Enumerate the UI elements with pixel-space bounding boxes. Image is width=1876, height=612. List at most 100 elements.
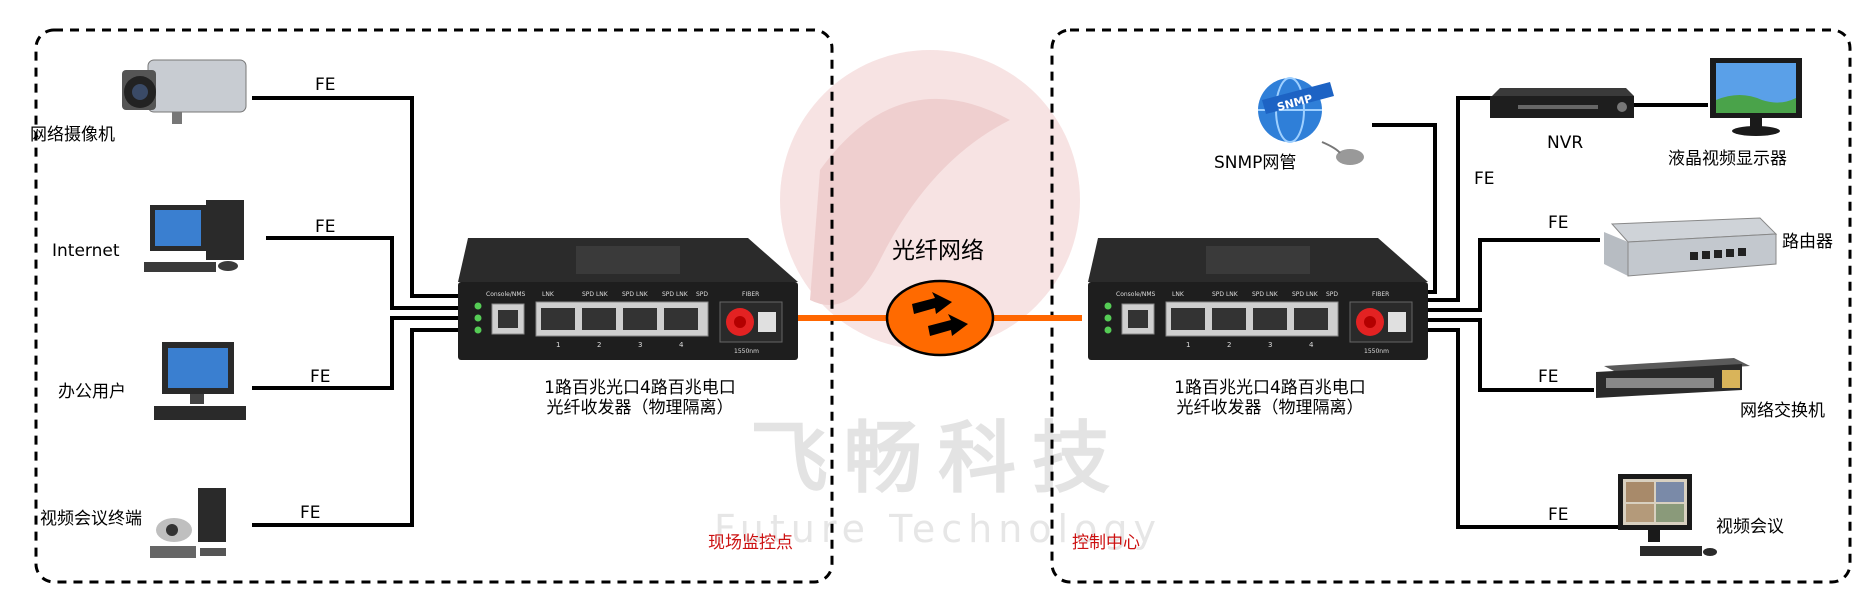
vc-video-tile [1626,504,1654,522]
vc-video-tile [1656,504,1684,522]
vc-video-tile [1656,482,1684,502]
rj45-port [623,308,657,330]
arrow-right-icon [912,292,952,314]
video-conference-icon [1618,474,1717,556]
converter-top-label-plate [1206,246,1310,274]
snmp-ribbon [1262,82,1334,114]
console-port-slot [498,310,518,328]
pc-keyboard [154,406,246,420]
link-snmp [1372,123,1437,294]
fiber-label: FIBER [1372,291,1389,298]
nvr-top [1492,88,1634,96]
link-label-video-terminal: FE [300,503,321,523]
left-converter: Console/NMS LNK SPD LNK SPD LNK SPD LNK … [458,238,798,360]
link-label-camera: FE [315,75,336,95]
console-port-slot [1128,310,1148,328]
lcd-monitor-icon [1710,58,1802,136]
status-led [474,314,482,322]
right-converter: Console/NMS LNK SPD LNK SPD LNK SPD LNK … [1088,238,1428,360]
office-user-pc-icon [154,342,246,420]
fiber-connector [1388,312,1406,332]
device-label-camera: 网络摄像机 [30,125,115,145]
conference-remote [200,548,226,556]
pc-screen [155,210,201,246]
fiber-link: 光纤网络 [796,238,1082,357]
pc-keyboard [144,262,216,272]
left-converter-caption-line2: 光纤收发器（物理隔离） [547,398,734,418]
network-switch-icon [1596,358,1750,398]
vc-video-tile [1626,482,1654,502]
port-number: 2 [1227,341,1231,349]
fiber-network-icon [885,279,995,357]
watermark-zh: 飞畅科技 [750,414,1126,504]
router-port [1690,252,1698,260]
link-switch [1425,318,1594,392]
link-camera [252,96,462,298]
fiber-port-cap-inner [1364,316,1376,328]
switch-port-strip [1606,378,1714,388]
rj45-port [1253,308,1287,330]
rj45-port [1294,308,1328,330]
port-header: SPD [1326,291,1338,298]
link-label-nvr: FE [1474,169,1495,189]
port-header: SPD LNK [1292,291,1319,298]
link-label-office: FE [310,367,331,387]
mouse-cable [1321,141,1341,154]
link-router [1425,238,1600,312]
control-center-label: 控制中心 [1072,533,1140,553]
fiber-label: FIBER [742,291,759,298]
link-video-terminal [252,328,462,527]
watermark-en: Future Technology [714,507,1162,551]
rj45-port [582,308,616,330]
nvr-label: NVR [1547,133,1583,153]
router-front [1604,232,1628,276]
camera-lens-glass [132,84,148,100]
fiber-network-label: 光纤网络 [892,238,984,264]
port-header: SPD LNK [662,291,689,298]
conference-camera-lens [166,524,178,536]
link-video-conf [1425,328,1620,529]
console-label: Console/NMS [1116,291,1156,298]
router-port [1726,249,1734,257]
link-office [252,316,462,390]
fiber-port-cap-inner [734,316,746,328]
monitor-neck [1750,118,1762,128]
fiber-connector [758,312,776,332]
port-number: 1 [1186,341,1190,349]
port-number: 1 [556,341,560,349]
port-header: SPD [696,291,708,298]
left-links [252,96,462,527]
watermark: 飞畅科技 Future Technology [714,50,1162,551]
link-label-switch: FE [1538,367,1559,387]
internet-pc-icon [144,200,244,272]
port-number: 3 [1268,341,1272,349]
status-led [1104,314,1112,322]
right-links [1372,96,1708,529]
site-region-box [34,28,834,584]
converter-top-label-plate [576,246,680,274]
camera-mount [172,110,182,124]
port-number: 3 [638,341,642,349]
right-converter-caption-line1: 1路百兆光口4路百兆电口 [1174,378,1366,398]
port-header: LNK [542,291,555,298]
video-conference-terminal-icon [150,488,226,558]
device-label-internet: Internet [52,241,120,261]
device-label-video-conference: 视频会议 [1716,517,1784,537]
device-label-router: 路由器 [1782,232,1833,252]
rj45-port [664,308,698,330]
camera-body [147,59,247,113]
router-icon [1604,217,1778,277]
site-label: 现场监控点 [708,533,793,553]
port-number: 4 [1309,341,1314,349]
snmp-label: SNMP网管 [1214,153,1296,173]
port-header: SPD LNK [1212,291,1239,298]
status-led [474,326,482,334]
pc-tower [206,200,244,260]
link-internet [266,236,462,310]
status-led [474,302,482,310]
port-header: LNK [1172,291,1185,298]
pc-mouse [218,261,238,271]
router-port [1738,248,1746,256]
snmp-globe-icon: SNMP [1258,77,1364,165]
